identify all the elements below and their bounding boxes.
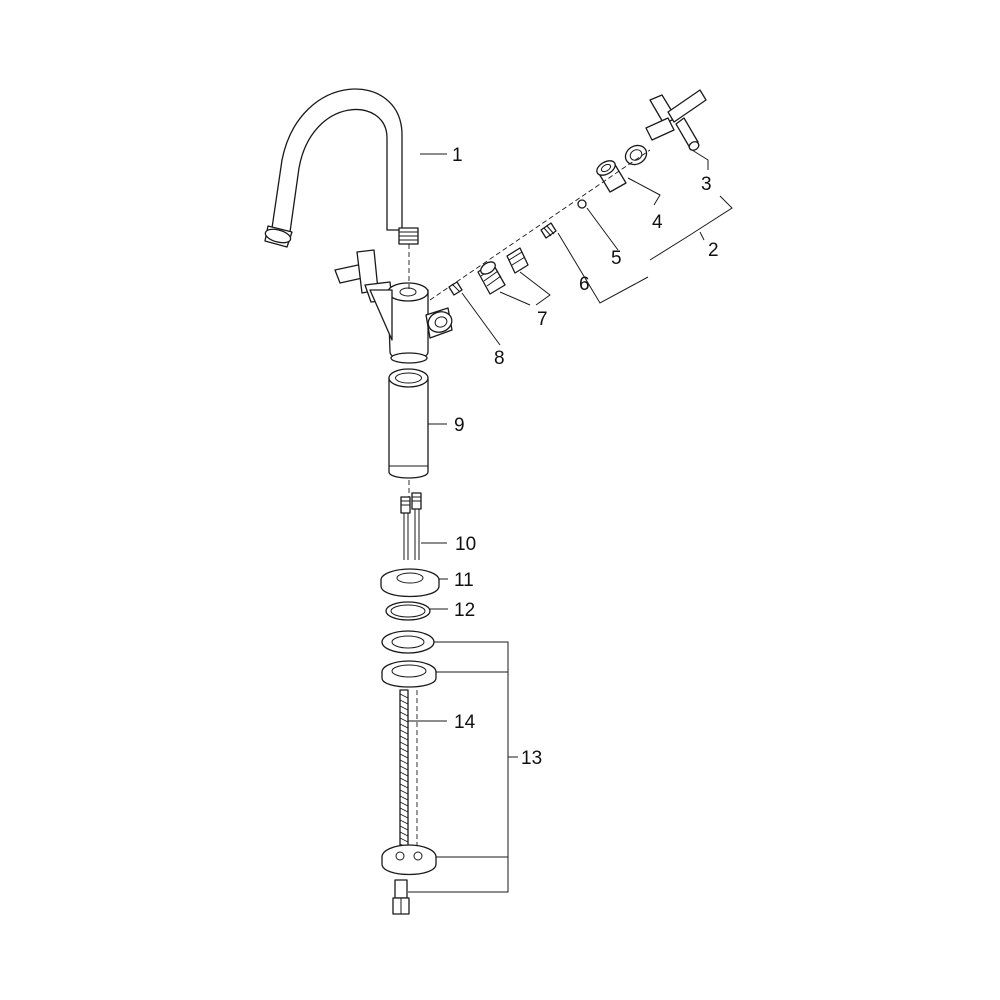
leader-lines: [408, 149, 733, 893]
faucet-body: [334, 249, 453, 364]
part-14-threaded-rod: [399, 689, 409, 863]
part-1-spout: [264, 88, 419, 248]
part-13-washer-top: [381, 630, 435, 654]
part-13-clamp: [381, 844, 437, 876]
part-3-cross-handle: [645, 89, 707, 151]
part-13-washer-mid: [381, 660, 437, 688]
part-7-cartridge: [477, 247, 529, 295]
part-8-screw: [448, 281, 463, 296]
callout-3: 3: [701, 174, 712, 195]
part-5-ball: [577, 199, 587, 209]
part-2-ring: [624, 144, 648, 166]
part-11-flange: [380, 568, 440, 598]
part-12-oring: [385, 601, 431, 621]
callout-1: 1: [452, 145, 463, 166]
callout-7: 7: [537, 309, 548, 330]
axis-handle: [429, 149, 651, 301]
part-4-adapter: [596, 160, 627, 193]
callout-2: 2: [708, 240, 719, 261]
callout-8: 8: [494, 348, 505, 369]
callout-4: 4: [652, 212, 663, 233]
callout-5: 5: [611, 248, 622, 269]
callout-10: 10: [455, 534, 476, 555]
callout-12: 12: [454, 600, 475, 621]
callout-6: 6: [579, 274, 590, 295]
callout-11: 11: [454, 570, 474, 591]
callout-14: 14: [454, 712, 476, 733]
part-10-hoses: [400, 492, 422, 560]
callout-9: 9: [454, 415, 465, 436]
part-9-sleeve: [388, 368, 429, 479]
part-6-spindle: [540, 222, 557, 239]
callout-13: 13: [521, 748, 542, 769]
part-13-nut: [392, 879, 410, 915]
